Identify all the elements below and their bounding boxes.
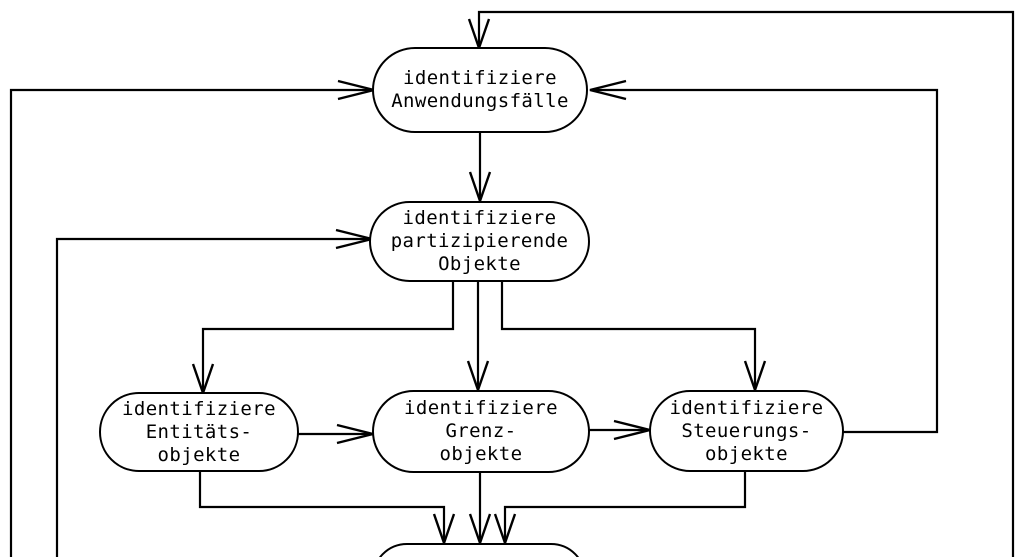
edge-loop-far-left: [9, 88, 374, 557]
edge-loop-top-right: [477, 10, 1015, 557]
edge-n2-n3: [201, 282, 455, 391]
edge-n5-n6: [503, 471, 747, 541]
edge-n2-n5: [500, 282, 757, 388]
edge-loop-left: [55, 237, 372, 557]
edge-n5-n1-loop: [591, 88, 939, 434]
edge-n3-n6: [198, 471, 446, 541]
node-identifiziere-grenzobjekte: identifiziere Grenz- objekte: [372, 390, 590, 473]
node-identifiziere-anwendungsfaelle: identifiziere Anwendungsfälle: [372, 47, 588, 133]
node-bottom-partial: [372, 543, 586, 557]
arrowhead-left-icon: [589, 79, 627, 101]
node-identifiziere-partizipierende-objekte: identifiziere partizipierende Objekte: [369, 201, 590, 282]
node-identifiziere-entitaetsobjekte: identifiziere Entitäts- objekte: [99, 392, 299, 472]
node-identifiziere-steuerungsobjekte: identifiziere Steuerungs- objekte: [649, 390, 844, 472]
